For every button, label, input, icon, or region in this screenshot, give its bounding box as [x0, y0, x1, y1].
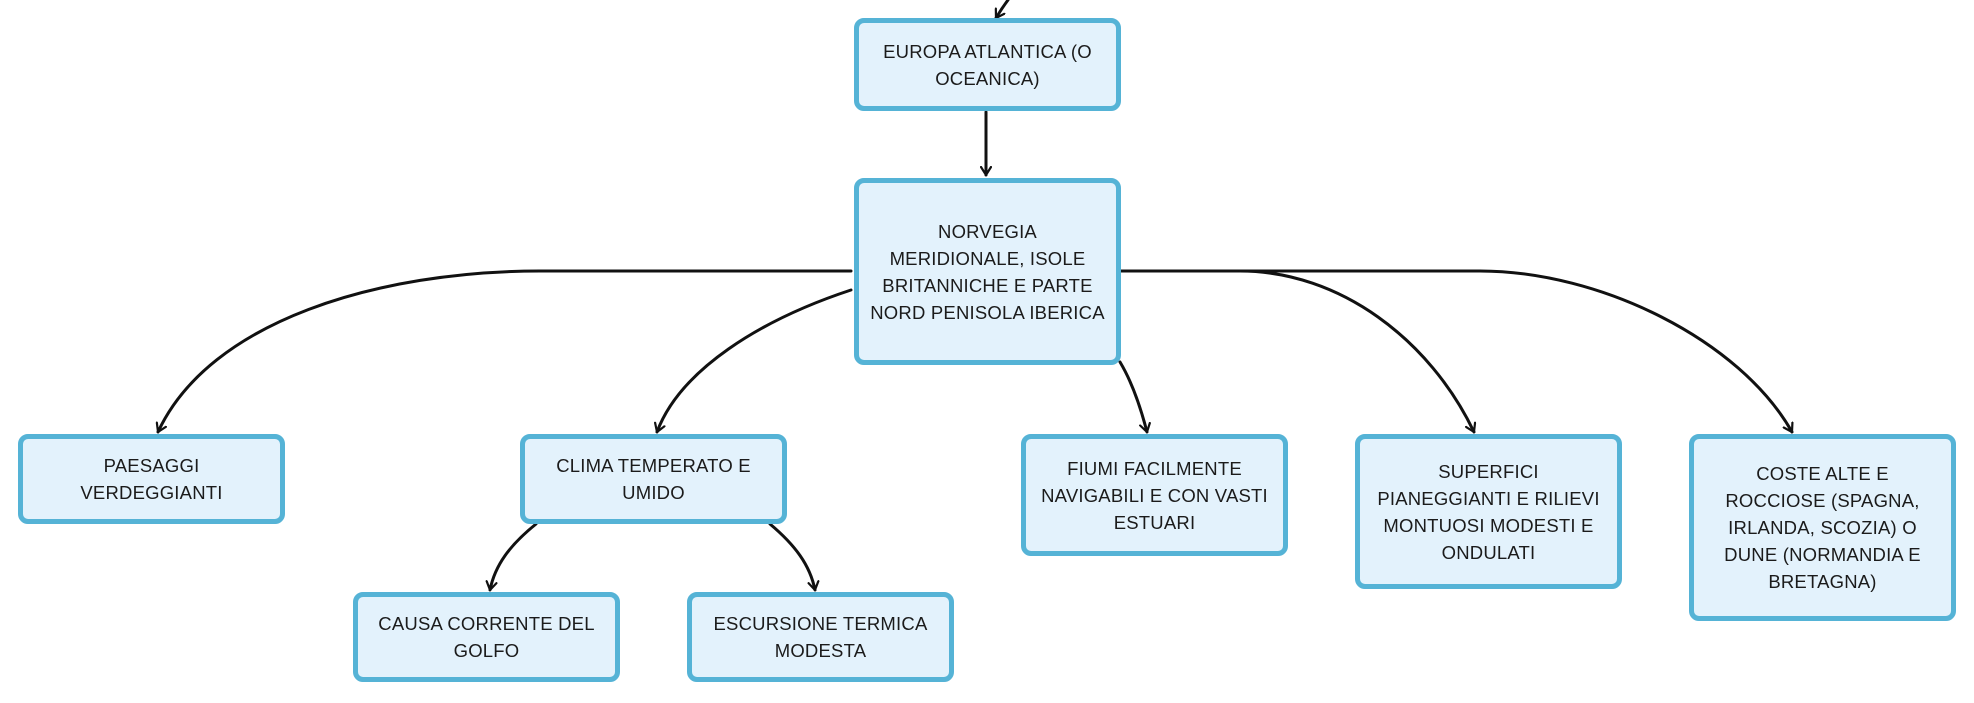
connector-into-europa: [994, 0, 1010, 20]
node-clima-temperato-label: CLIMA TEMPERATO E UMIDO: [556, 455, 751, 503]
node-superfici-pianeggianti[interactable]: SUPERFICI PIANEGGIANTI E RILIEVI MONTUOS…: [1355, 434, 1622, 589]
node-norvegia-meridionale[interactable]: NORVEGIA MERIDIONALE, ISOLE BRITANNICHE …: [854, 178, 1121, 365]
connector-norvegia-to-clima: [657, 288, 853, 434]
connector-clima-to-corrente: [490, 522, 538, 592]
connector-norvegia-to-fiumi: [1118, 360, 1147, 434]
node-europa-atlantica-label: EUROPA ATLANTICA (O OCEANICA): [883, 40, 1092, 89]
node-causa-corrente-label: CAUSA CORRENTE DEL GOLFO: [378, 613, 595, 661]
node-fiumi-navigabili-label: FIUMI FACILMENTE NAVIGABILI E CON VASTI …: [1041, 457, 1268, 533]
node-coste-alte-label: COSTE ALTE E ROCCIOSE (SPAGNA, IRLANDA, …: [1724, 463, 1921, 592]
connector-clima-to-escursione: [768, 522, 815, 592]
node-clima-temperato[interactable]: CLIMA TEMPERATO E UMIDO: [520, 434, 787, 524]
connector-norvegia-to-coste: [1238, 269, 1792, 434]
connector-norvegia-to-paesaggi: [158, 269, 853, 434]
node-europa-atlantica[interactable]: EUROPA ATLANTICA (O OCEANICA): [854, 18, 1121, 111]
connector-norvegia-to-superfici: [1118, 269, 1474, 434]
node-coste-alte[interactable]: COSTE ALTE E ROCCIOSE (SPAGNA, IRLANDA, …: [1689, 434, 1956, 621]
node-paesaggi-verdeggianti-label: PAESAGGI VERDEGGIANTI: [80, 455, 223, 503]
node-superfici-pianeggianti-label: SUPERFICI PIANEGGIANTI E RILIEVI MONTUOS…: [1377, 460, 1600, 563]
node-norvegia-meridionale-label: NORVEGIA MERIDIONALE, ISOLE BRITANNICHE …: [870, 220, 1105, 323]
node-causa-corrente[interactable]: CAUSA CORRENTE DEL GOLFO: [353, 592, 620, 682]
node-escursione-termica[interactable]: ESCURSIONE TERMICA MODESTA: [687, 592, 954, 682]
node-fiumi-navigabili[interactable]: FIUMI FACILMENTE NAVIGABILI E CON VASTI …: [1021, 434, 1288, 556]
node-escursione-termica-label: ESCURSIONE TERMICA MODESTA: [713, 613, 928, 661]
node-paesaggi-verdeggianti[interactable]: PAESAGGI VERDEGGIANTI: [18, 434, 285, 524]
